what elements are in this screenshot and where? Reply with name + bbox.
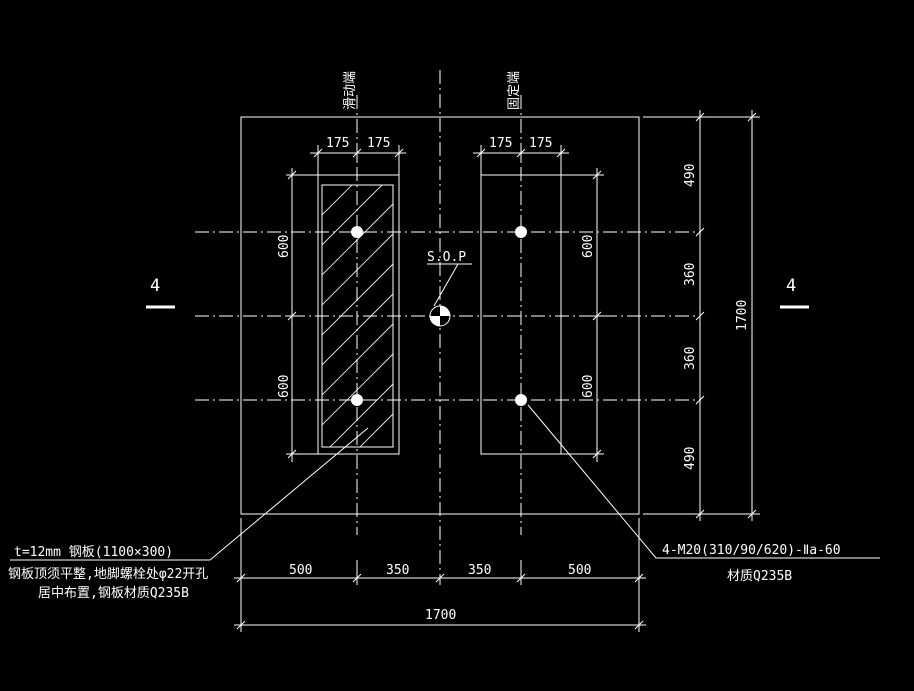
dim-left-bottom: 600	[277, 375, 292, 398]
bolt-hole-right-lower	[515, 394, 527, 406]
dim-top-right	[473, 145, 569, 175]
dim-right-inner-vertical	[561, 168, 604, 462]
left-plate-hatch	[322, 185, 393, 447]
dim-top-left-1: 175	[326, 136, 349, 151]
bolt-hole-left-upper	[351, 226, 363, 238]
dim-bottom-350-right: 350	[468, 563, 491, 578]
label-fixed-end: 固定端	[507, 71, 522, 110]
section-mark-right: 4	[786, 276, 796, 296]
dim-right-inner-bottom: 600	[581, 375, 596, 398]
leader-bolt-note	[527, 404, 880, 559]
dim-right-chain	[643, 110, 760, 521]
left-plate-inner	[321, 184, 394, 448]
sop-symbol	[427, 263, 472, 327]
bolt-hole-left-lower	[351, 394, 363, 406]
label-sliding-end: 滑动端	[343, 71, 358, 110]
note-plate-line3: 居中布置,钢板材质Q235B	[38, 586, 189, 601]
note-plate-line1: t=12mm 钢板(1100×300)	[14, 545, 173, 560]
dim-bottom-chain	[234, 518, 646, 632]
dim-right-inner-top: 600	[581, 235, 596, 258]
bolt-hole-right-upper	[515, 226, 527, 238]
note-plate-line2: 钢板顶须平整,地脚螺栓处φ22开孔	[8, 566, 208, 582]
dim-bottom-500-right: 500	[568, 563, 591, 578]
note-bolt-line2: 材质Q235B	[727, 569, 792, 584]
note-bolt-line1: 4-M20(310/90/620)-Ⅱa-60	[662, 543, 841, 558]
left-plate-outer	[317, 174, 400, 455]
section-mark-left: 4	[150, 276, 160, 296]
dim-right-total: 1700	[735, 300, 750, 331]
dim-bottom-350-left: 350	[386, 563, 409, 578]
sop-label: S.O.P	[427, 250, 466, 265]
dim-right-360-bottom: 360	[683, 347, 698, 370]
leader-plate-note	[10, 427, 369, 561]
dim-top-right-2: 175	[529, 136, 552, 151]
dim-left-top: 600	[277, 235, 292, 258]
dim-left-vertical	[286, 168, 318, 462]
right-plate-outline	[480, 174, 562, 455]
dim-top-left-2: 175	[367, 136, 390, 151]
dim-bottom-total: 1700	[425, 608, 456, 623]
dim-right-490-bottom: 490	[683, 447, 698, 470]
dim-right-360-top: 360	[683, 263, 698, 286]
dim-right-490-top: 490	[683, 164, 698, 187]
dim-top-left	[310, 145, 406, 175]
dim-bottom-500-left: 500	[289, 563, 312, 578]
dim-top-right-1: 175	[489, 136, 512, 151]
